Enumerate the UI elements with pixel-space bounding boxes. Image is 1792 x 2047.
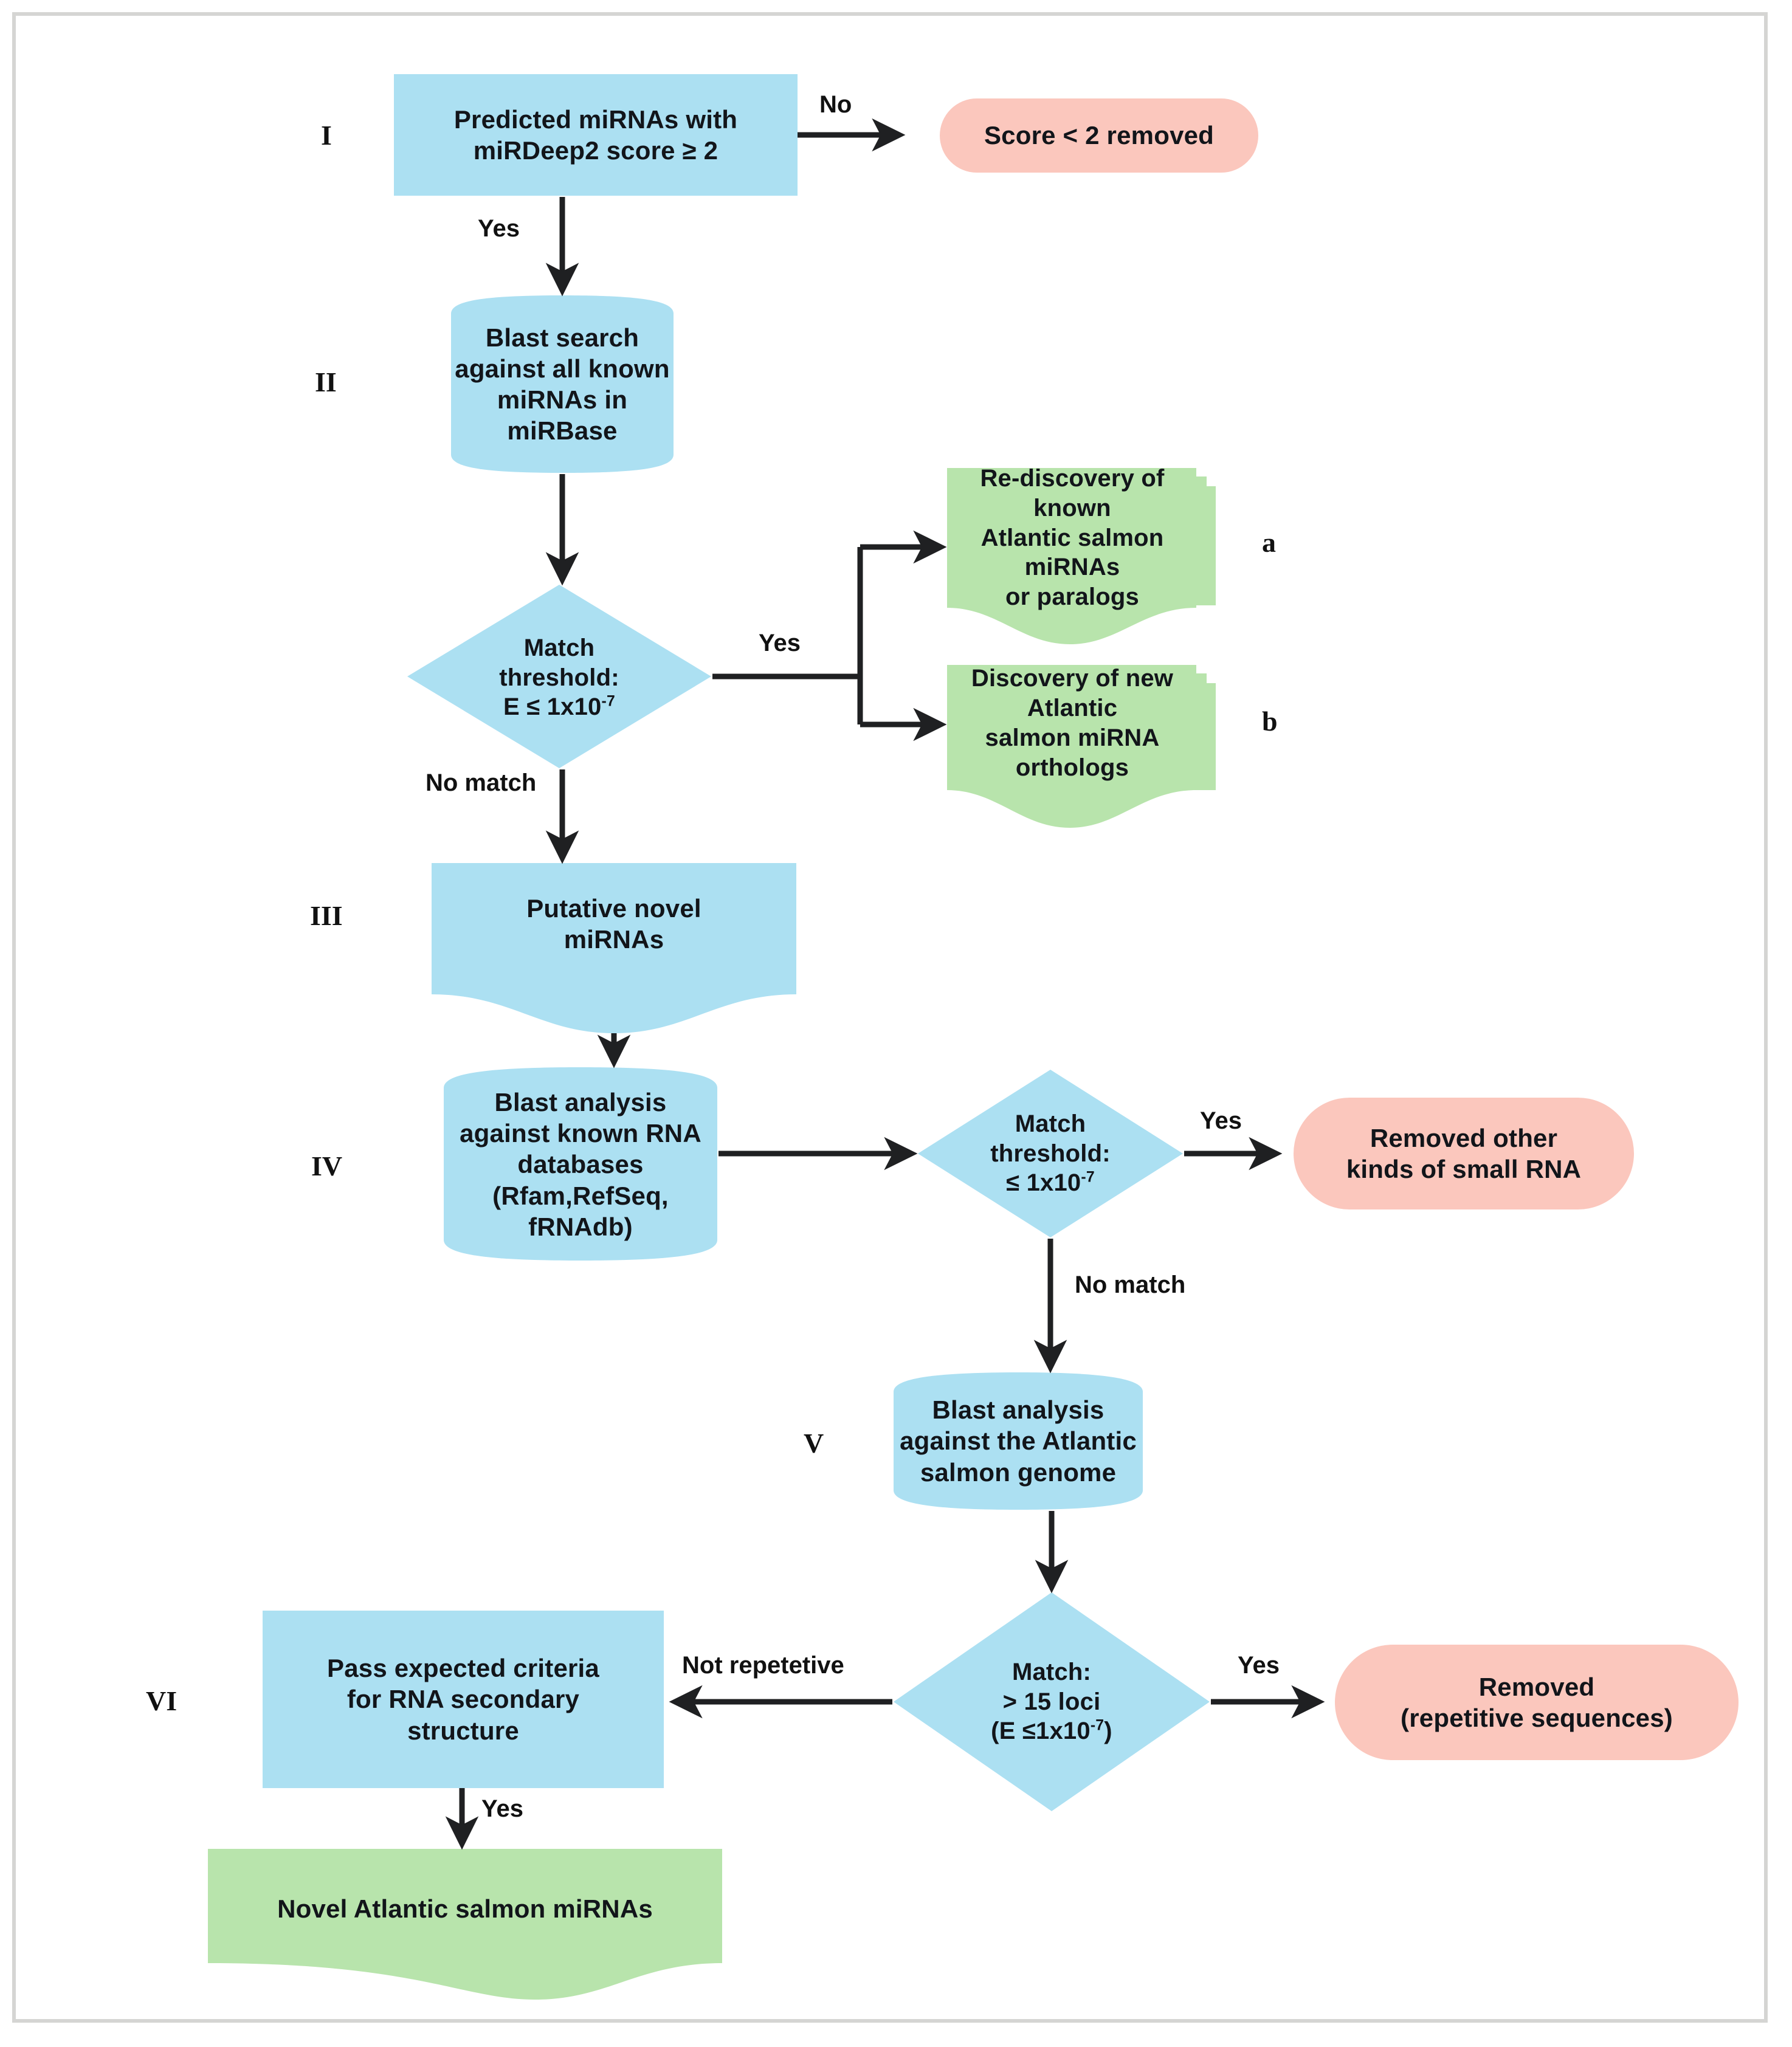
node-removed-repetitive-line2: (repetitive sequences): [1401, 1704, 1673, 1732]
shape-putative-novel-document: [432, 863, 796, 1033]
edge-label-no-match-2: No match: [1075, 1271, 1186, 1298]
node-blast-mirbase-line3: miRNAs in: [497, 385, 628, 414]
node-match-threshold-1[interactable]: Match threshold: E ≤ 1x10-7: [444, 620, 675, 735]
node-predicted-line2: miRDeep2 score ≥ 2: [473, 136, 719, 165]
edge-label-yes-5: Yes: [481, 1795, 523, 1822]
shape-blast-rna-db-cylinder: [444, 1067, 717, 1261]
node-removed-small-rna-line2: kinds of small RNA: [1346, 1155, 1582, 1183]
node-blast-rna-db-line1: Blast analysis: [494, 1087, 667, 1116]
node-match-threshold-2-line1: Match: [1015, 1110, 1086, 1137]
stage-numeral-i: I: [321, 120, 332, 151]
node-match-threshold-1-line2: threshold:: [499, 664, 619, 691]
shape-discovery-new-multidoc: [947, 665, 1216, 828]
stage-numeral-vi: VI: [146, 1685, 177, 1716]
shape-blast-genome-cylinder: [894, 1372, 1143, 1510]
node-blast-genome-line2: against the Atlantic: [900, 1426, 1137, 1456]
edge-label-yes-2: Yes: [759, 630, 801, 656]
branch-letter-a: a: [1262, 527, 1276, 558]
node-putative-novel-line1: Putative novel: [526, 893, 701, 923]
node-match-threshold-2[interactable]: Match threshold: ≤ 1x10-7: [941, 1099, 1160, 1208]
node-score-removed[interactable]: Score < 2 removed: [940, 98, 1258, 173]
node-blast-genome-line3: salmon genome: [920, 1457, 1117, 1487]
node-blast-genome-line1: Blast analysis: [932, 1395, 1104, 1425]
node-rediscovery-line2: Atlantic salmon miRNAs: [980, 524, 1164, 581]
node-predicted-line1: Predicted miRNAs with: [453, 105, 738, 134]
edge-label-no-1: No: [819, 91, 852, 118]
node-blast-rna-db-line3: databases: [517, 1150, 644, 1179]
node-blast-rna-db-line5: fRNAdb): [528, 1212, 633, 1241]
shape-match-threshold-2-diamond: [918, 1070, 1183, 1237]
stage-numeral-v: V: [804, 1428, 824, 1459]
node-blast-rna-db-line2: against known RNA: [460, 1119, 701, 1148]
node-match-threshold-1-line1: Match: [523, 634, 595, 661]
node-blast-mirbase-line2: against all known: [455, 354, 670, 383]
node-pass-criteria-line2: for RNA secondary: [346, 1685, 580, 1714]
node-score-removed-label: Score < 2 removed: [984, 121, 1215, 150]
node-match-threshold-1-line3: E ≤ 1x10-7: [503, 693, 615, 721]
edge-label-not-repetitive: Not repetetive: [682, 1652, 844, 1679]
edge-label-no-match-1: No match: [426, 769, 537, 796]
node-pass-criteria-line1: Pass expected criteria: [326, 1654, 599, 1683]
stage-numeral-ii: II: [315, 366, 337, 397]
node-match-loci-line2: > 15 loci: [1002, 1688, 1101, 1715]
node-removed-repetitive[interactable]: Removed (repetitive sequences): [1335, 1645, 1739, 1760]
node-match-threshold-2-line2: threshold:: [990, 1140, 1111, 1167]
node-blast-rna-db[interactable]: Blast analysis against known RNA databas…: [444, 1073, 717, 1256]
node-discovery-new[interactable]: Discovery of new Atlantic salmon miRNA o…: [948, 665, 1196, 780]
branch-letter-b: b: [1262, 706, 1278, 737]
node-discovery-new-line2: salmon miRNA orthologs: [985, 724, 1160, 781]
node-rediscovery-line3: or paralogs: [1005, 583, 1140, 611]
node-blast-rna-db-line4: (Rfam,RefSeq,: [492, 1181, 669, 1210]
edge-label-yes-1: Yes: [478, 215, 520, 242]
node-blast-mirbase[interactable]: Blast search against all known miRNAs in…: [451, 295, 674, 473]
node-putative-novel[interactable]: Putative novel miRNAs: [432, 869, 796, 979]
node-novel-mirnas-label: Novel Atlantic salmon miRNAs: [277, 1894, 653, 1924]
node-putative-novel-line2: miRNAs: [563, 925, 664, 954]
node-match-loci-line3: (E ≤1x10-7): [991, 1718, 1112, 1745]
node-removed-small-rna[interactable]: Removed other kinds of small RNA: [1294, 1098, 1634, 1209]
stage-numeral-iv: IV: [311, 1151, 343, 1182]
shape-novel-mirnas-document: [208, 1849, 722, 2000]
node-match-loci-line1: Match:: [1011, 1658, 1092, 1685]
node-blast-mirbase-line1: Blast search: [485, 323, 639, 352]
shape-match-loci-diamond: [894, 1592, 1210, 1811]
node-blast-mirbase-line4: miRBase: [507, 416, 618, 446]
node-rediscovery-line1: Re-discovery of known: [980, 465, 1165, 521]
node-blast-genome[interactable]: Blast analysis against the Atlantic salm…: [894, 1383, 1143, 1499]
node-discovery-new-line1: Discovery of new Atlantic: [971, 665, 1174, 722]
edge-label-yes-3: Yes: [1200, 1107, 1242, 1134]
shape-blast-mirbase-cylinder: [451, 295, 674, 473]
node-match-loci[interactable]: Match: > 15 loci (E ≤1x10-7): [940, 1642, 1163, 1761]
node-pass-criteria[interactable]: Pass expected criteria for RNA secondary…: [263, 1611, 664, 1788]
stage-numeral-iii: III: [310, 900, 343, 931]
node-predicted-mirnas[interactable]: Predicted miRNAs with miRDeep2 score ≥ 2: [394, 74, 798, 196]
edge-label-yes-4: Yes: [1238, 1652, 1280, 1679]
shape-rediscovery-multidoc: [947, 468, 1216, 644]
node-novel-mirnas[interactable]: Novel Atlantic salmon miRNAs: [208, 1855, 722, 1963]
node-pass-criteria-line3: structure: [407, 1716, 519, 1745]
node-match-threshold-2-line3: ≤ 1x10-7: [1006, 1169, 1095, 1197]
node-rediscovery[interactable]: Re-discovery of known Atlantic salmon mi…: [948, 465, 1196, 610]
shape-match-threshold-1-diamond: [407, 585, 711, 768]
node-removed-small-rna-line1: Removed other: [1370, 1123, 1558, 1152]
node-removed-repetitive-line1: Removed: [1478, 1672, 1595, 1701]
